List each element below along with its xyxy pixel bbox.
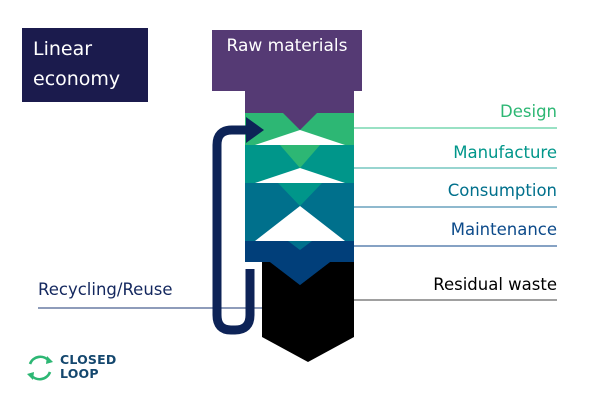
closed-loop-logo: CLOSED LOOP <box>24 352 124 384</box>
recycling-loop-arrow <box>212 125 255 335</box>
stage-label-design: Design <box>500 102 557 121</box>
stage-band-consumption <box>245 183 354 241</box>
stage-label-consumption: Consumption <box>447 181 557 200</box>
notch-consumption <box>288 241 312 250</box>
stage-label-maintenance: Maintenance <box>450 220 557 239</box>
recycling-reuse-label: Recycling/Reuse <box>38 280 173 299</box>
stage-label-manufacture: Manufacture <box>453 143 557 162</box>
notch-design <box>280 145 320 168</box>
logo-line-2: LOOP <box>60 366 99 381</box>
logo-line-1: CLOSED <box>60 352 117 367</box>
notch-manufacture <box>278 183 322 206</box>
circular-arrows-icon <box>27 355 53 381</box>
stage-band-residual-waste <box>262 262 354 362</box>
recycling-arrowhead-icon <box>246 117 264 143</box>
title-line-1: Linear <box>33 38 93 60</box>
raw-materials-label: Raw materials <box>226 36 348 56</box>
title-line-2: economy <box>33 68 121 90</box>
stage-label-residual-waste: Residual waste <box>433 275 557 294</box>
notch-maintenance <box>270 262 330 285</box>
raw-materials-block <box>212 30 362 113</box>
diagram-title: Linear economy <box>22 28 148 102</box>
notch-raw-materials <box>283 113 317 130</box>
